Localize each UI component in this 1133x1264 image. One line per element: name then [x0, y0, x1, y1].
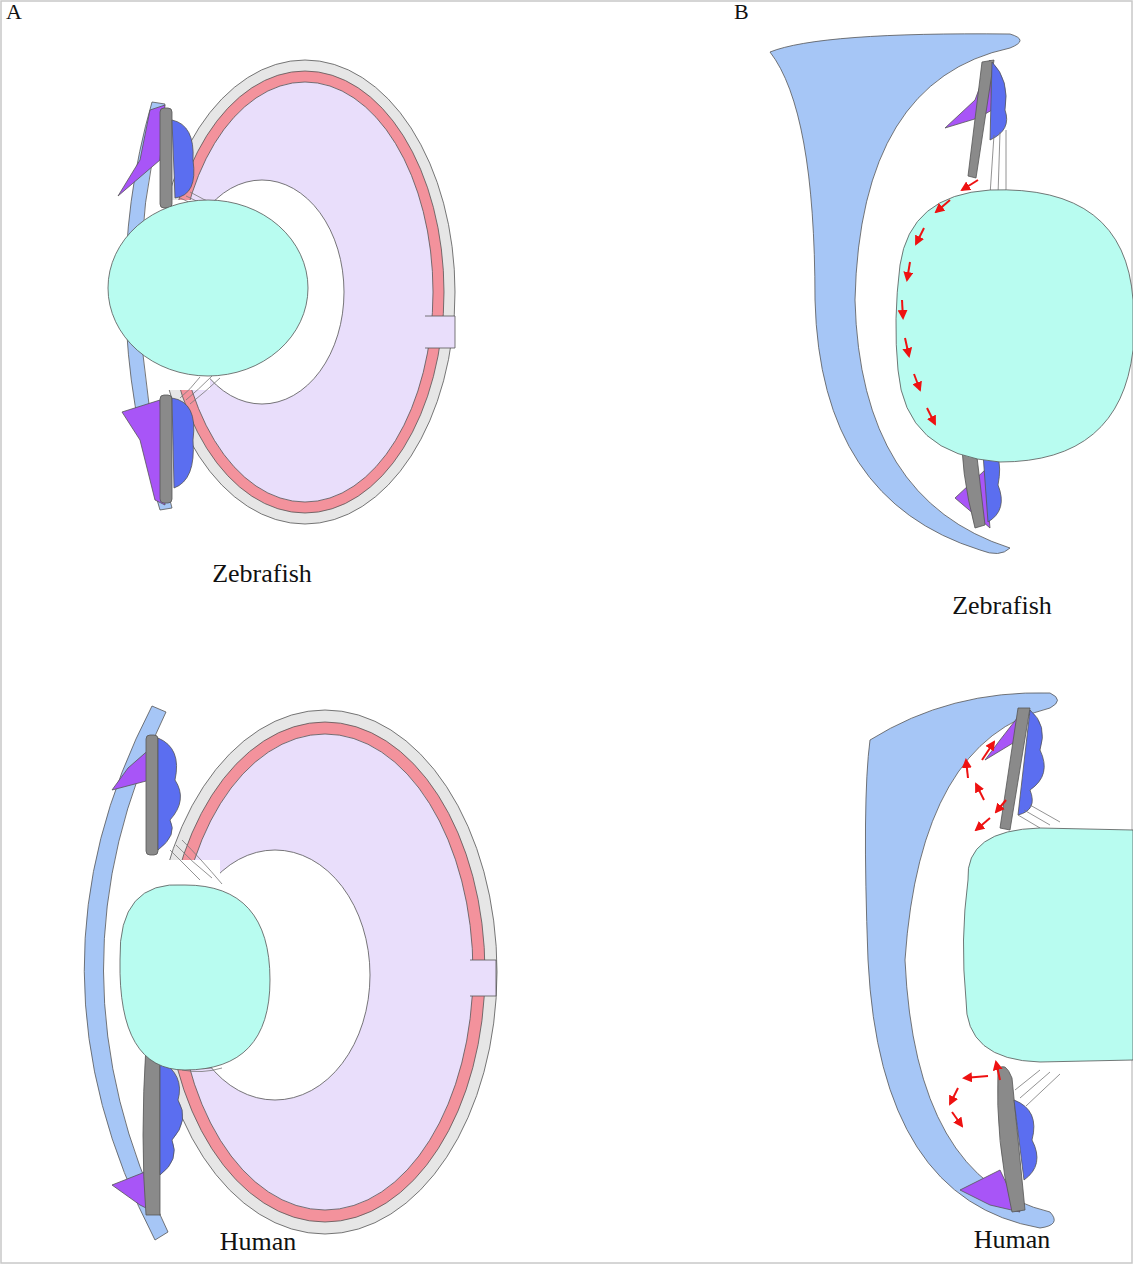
species-label: Zebrafish: [212, 560, 312, 589]
panel-letter: A: [6, 0, 22, 24]
human-eye-whole: [84, 706, 497, 1240]
species-label: Human: [220, 1228, 297, 1257]
zebrafish-eye-whole: [108, 60, 455, 524]
zebrafish-anterior-segment: [770, 34, 1133, 554]
panel-letter: B: [734, 0, 749, 24]
species-label: Zebrafish: [952, 592, 1052, 621]
flow-arrows: [950, 742, 1006, 1126]
human-anterior-segment: [865, 693, 1133, 1228]
species-label: Human: [974, 1226, 1051, 1255]
flow-arrows: [902, 180, 978, 424]
